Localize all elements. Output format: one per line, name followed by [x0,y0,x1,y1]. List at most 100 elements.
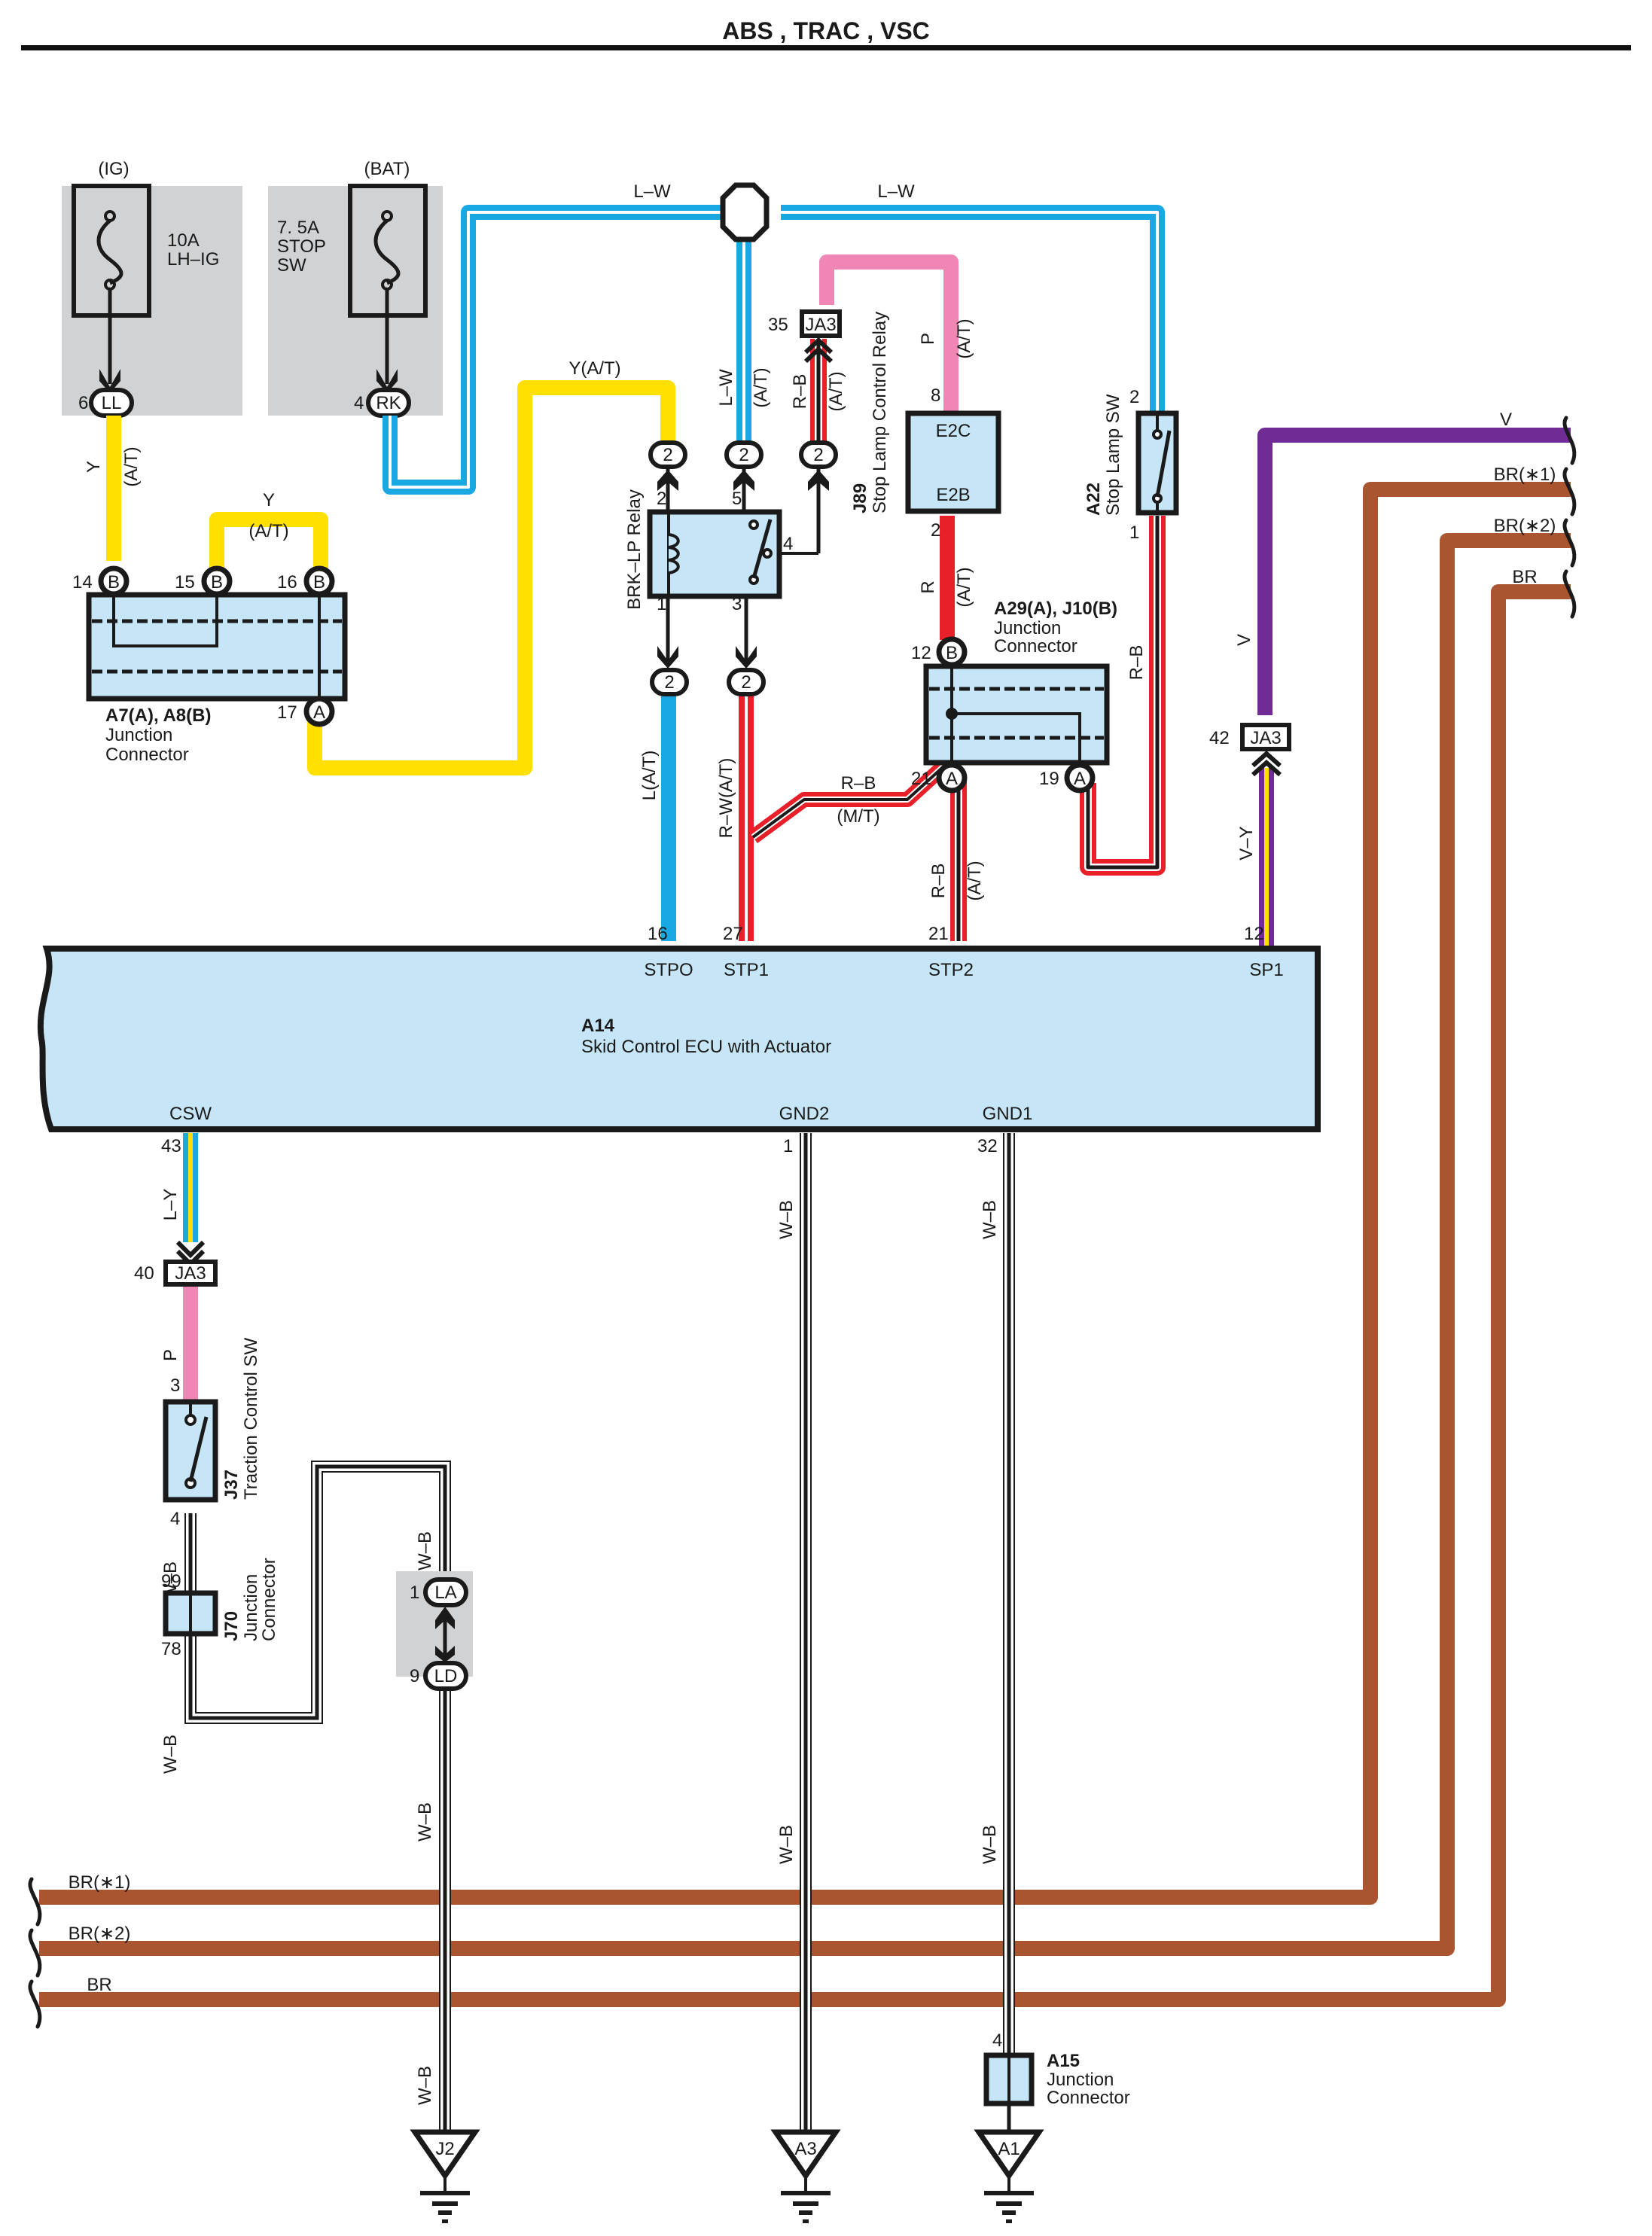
arrow-icon [657,646,678,669]
svg-text:JA3: JA3 [175,1263,206,1284]
svg-text:2: 2 [739,445,748,465]
arrow-icon [99,369,120,393]
wire-rb-at-ja3: R–B (A/T) [790,339,846,444]
svg-text:2: 2 [741,672,751,693]
fuse-supply-label: (IG) [98,159,129,179]
svg-text:A22: A22 [1084,483,1104,516]
wire-y-at-relay: Y(A/T) [307,358,675,775]
wire-label: W–B [160,1735,181,1774]
switch-icon [1155,430,1172,498]
svg-text:STPO: STPO [644,960,693,980]
wire-label: L–W [716,369,736,407]
wire-label: W–B [776,1825,797,1864]
svg-text:2: 2 [657,489,666,509]
arrow-icon [376,369,398,393]
chevron-up-icon [803,337,834,355]
junction-connector-a29-j10: B12 A21 A19 A29(A), J10(B) Junction Conn… [911,599,1117,794]
ground-icon [984,2176,1034,2223]
svg-text:JA3: JA3 [805,315,836,335]
svg-text:A14: A14 [581,1016,615,1036]
arrow-icon [736,646,757,669]
svg-text:Junction: Junction [1047,2070,1114,2090]
wire-vy: V–Y [1236,768,1274,949]
wire-label: P [160,1349,181,1361]
svg-text:J37: J37 [221,1470,242,1500]
connector-label: LL [102,393,122,413]
wire-break-left-icon [28,1877,42,2029]
fuse-icon [96,210,123,291]
svg-text:Connector: Connector [994,636,1077,656]
svg-text:40: 40 [134,1263,154,1284]
svg-text:2: 2 [931,520,940,541]
wire-label: BR(∗1) [1494,465,1556,485]
wire-label: BR(∗2) [1494,516,1556,536]
svg-text:2: 2 [813,445,823,465]
fuse-name-line2: SW [277,255,306,276]
fuse-rating: 10A [167,230,200,251]
svg-text:1: 1 [783,1136,793,1156]
chevron-up-icon [1251,759,1282,777]
wire-label: (A/T) [826,371,846,411]
svg-text:4: 4 [783,534,793,554]
wire-label: W–B [415,2066,435,2105]
wire-label: W–B [776,1200,797,1239]
wire-v: V V [1234,410,1571,715]
wire-br-group: BR(∗1) BR(∗2) BR BR(∗1) BR(∗2) BR [39,465,1571,2007]
relay-coil-icon [668,533,680,574]
connector-ja3-42: JA3 42 [1209,723,1291,777]
svg-text:43: 43 [161,1136,181,1156]
connector-ja3-35: JA3 35 [768,309,842,364]
wire-label: Y [84,461,104,473]
wire-label: BR(∗1) [69,1872,131,1893]
svg-text:A: A [946,769,958,789]
svg-text:1: 1 [1129,522,1139,543]
svg-text:B: B [946,643,958,663]
svg-text:Connector: Connector [1047,2088,1130,2108]
svg-text:4: 4 [170,1509,180,1529]
wire-y-loop: Y (A/T) [209,490,328,572]
wire-l-at: L(A/T) [639,691,676,941]
svg-text:1: 1 [657,594,666,614]
wire-label: (A/T) [954,318,974,358]
svg-text:A: A [313,702,325,723]
wire-wb-gnd1: W–B W–B [980,1133,1015,2132]
title-rule [21,45,1631,50]
wire-label: R [918,580,938,593]
fuse-block-background [62,186,242,416]
svg-text:J70: J70 [221,1611,242,1641]
wire-label: R–B [790,374,810,410]
connector-la-ld: LA 1 LD 9 [396,1571,473,1691]
svg-text:16: 16 [648,924,668,944]
wire-label: V–Y [1236,826,1257,860]
wire-label: R–B [1126,645,1147,681]
splice-point-icon [720,182,770,242]
pin-12: B 12 [911,636,968,668]
wire-label: Y(A/T) [568,358,620,379]
svg-text:8: 8 [931,385,940,406]
arrow-icon [733,470,754,491]
wire-rb-stop-sw: R–B [1080,516,1166,876]
fuse-rating: 7. 5A [277,218,319,238]
wire-ly: L–Y [160,1133,198,1242]
relay-label: BRK–LP Relay [624,489,645,610]
svg-text:Skid Control ECU with Actuator: Skid Control ECU with Actuator [581,1037,831,1057]
pin-14: B14 [72,565,130,597]
junction-connector-a7-a8: B14 B15 B16 A17 A7(A), A8(B) Junction Co… [72,565,348,765]
relay-switch-icon [751,519,773,579]
svg-text:35: 35 [768,315,788,335]
connector-ja3-40: JA3 40 [134,1240,218,1287]
svg-text:A3: A3 [794,2139,816,2159]
svg-text:15: 15 [175,572,195,593]
svg-text:12: 12 [911,643,931,663]
wire-label: W–B [415,1531,435,1570]
svg-text:E2B: E2B [936,485,970,505]
page-title: ABS , TRAC , VSC [722,17,930,44]
chevron-down-icon [175,1240,206,1259]
svg-text:21: 21 [911,769,931,789]
svg-text:STP2: STP2 [928,960,974,980]
svg-text:78: 78 [161,1639,181,1659]
connector-2-red: 2 [799,440,838,469]
svg-text:1: 1 [410,1583,419,1603]
chevron-up-icon [1251,750,1282,768]
